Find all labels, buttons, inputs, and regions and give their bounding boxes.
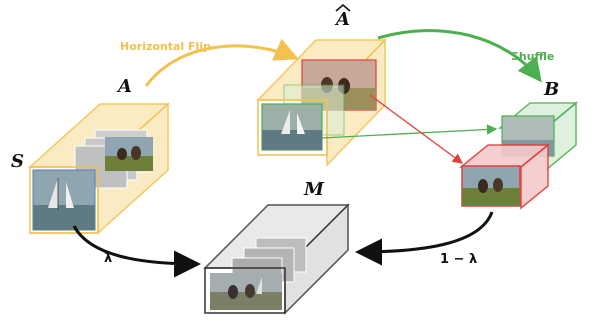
lambda-arrow	[72, 225, 201, 278]
horse-photo	[105, 137, 153, 171]
label-m: M	[303, 179, 325, 200]
batch-a-cube	[28, 102, 170, 235]
shuffled-batch-cube	[458, 101, 579, 210]
sailboat-photo-front	[32, 169, 96, 231]
label-s: S	[11, 151, 24, 172]
flipped-batch-cube	[256, 38, 387, 167]
label-b: B	[543, 79, 559, 100]
mixed-photo	[210, 273, 282, 310]
red-shuffle-link	[369, 94, 464, 164]
mixed-batch-cube	[203, 203, 350, 315]
green-shuffle-link	[321, 124, 498, 139]
shuffle-label: Shuffle	[511, 50, 554, 63]
flip-label: Horizontal Flip	[120, 40, 211, 53]
label-a-hat: A	[334, 9, 350, 30]
red-slice-photo	[461, 165, 521, 207]
one-minus-lambda-arrow	[355, 211, 494, 266]
flipped-sailboat-photo	[261, 103, 323, 151]
lambda-label: λ	[104, 251, 112, 266]
label-a: A	[116, 76, 132, 97]
flip-arrow	[144, 38, 299, 87]
one-minus-lambda-label: 1 − λ	[440, 252, 477, 267]
hat-accent	[335, 3, 351, 12]
shuffle-arrow	[377, 29, 542, 83]
